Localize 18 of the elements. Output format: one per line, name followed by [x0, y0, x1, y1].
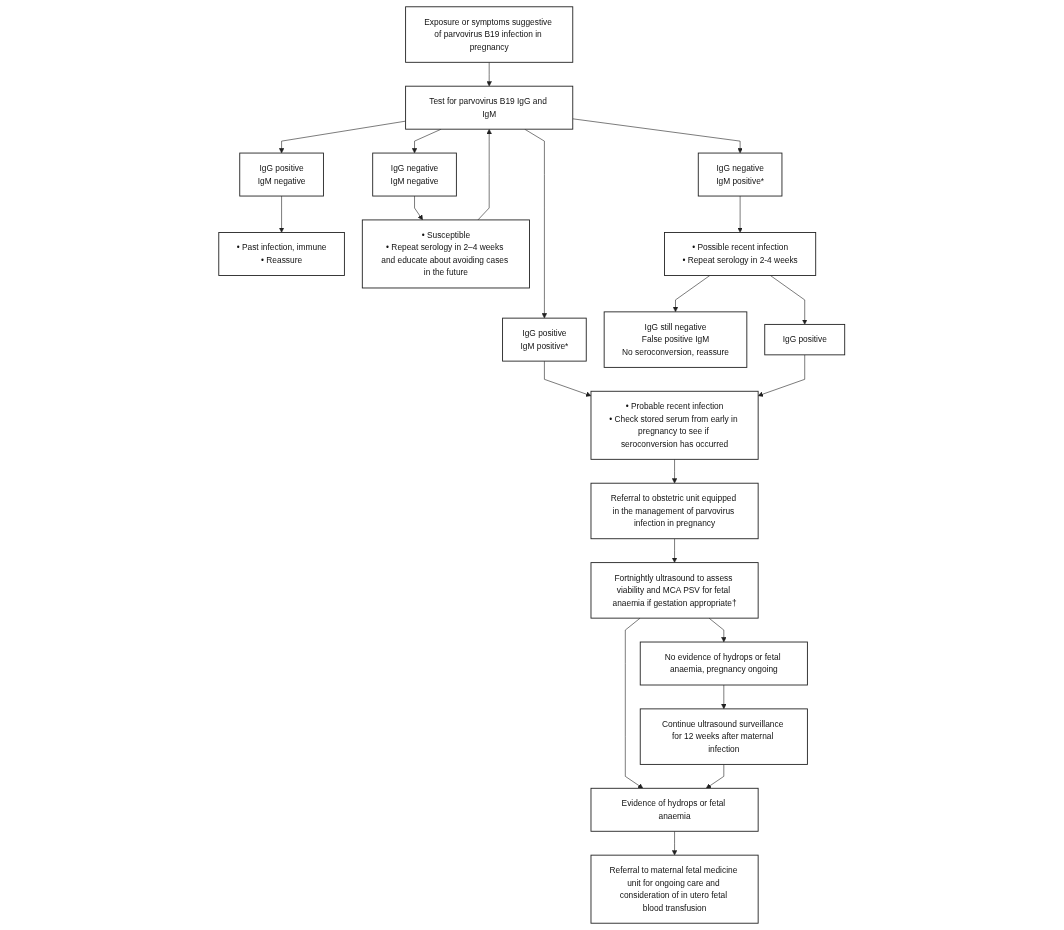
node-box: IgG positive IgM positive*: [502, 317, 587, 362]
node-box: • Past infection, immune • Reassure: [218, 232, 346, 276]
node-box: IgG still negative False positive IgM No seroconversion, reassure: [603, 311, 748, 368]
node-box: IgG positive IgM negative: [239, 152, 325, 197]
node-box: Exposure or symptoms suggestive of parvovirus B19 infection in pregnancy: [405, 6, 574, 63]
node-box: • Probable recent infection • Check stored serum from early in pregnancy to see if seroconversion has occurred: [590, 390, 759, 460]
node-box: IgG positive: [764, 323, 846, 356]
node-box: Test for parvovirus B19 IgG and IgM: [405, 85, 574, 130]
node-box: IgG negative IgM positive*: [698, 152, 783, 197]
node-box: Referral to maternal fetal medicine unit for ongoing care and consideration of in utero fetal blood transfusion: [590, 854, 759, 924]
node-box: Referral to obstetric unit equipped in the management of parvovirus infection in pregnancy: [590, 482, 759, 540]
node-box: • Susceptible • Repeat serology in 2–4 weeks and educate about avoiding cases in the future: [362, 219, 531, 289]
node-box: Evidence of hydrops or fetal anaemia: [590, 787, 759, 832]
node-box: Continue ultrasound surveillance for 12 weeks after maternal infection: [640, 708, 809, 765]
node-box: Fortnightly ultrasound to assess viability and MCA PSV for fetal anaemia if gestation appropriate†: [590, 562, 759, 619]
node-box: IgG negative IgM negative: [372, 152, 458, 197]
node-box: • Possible recent infection • Repeat serology in 2-4 weeks: [664, 232, 817, 276]
node-box: No evidence of hydrops or fetal anaemia, pregnancy ongoing: [640, 641, 809, 686]
